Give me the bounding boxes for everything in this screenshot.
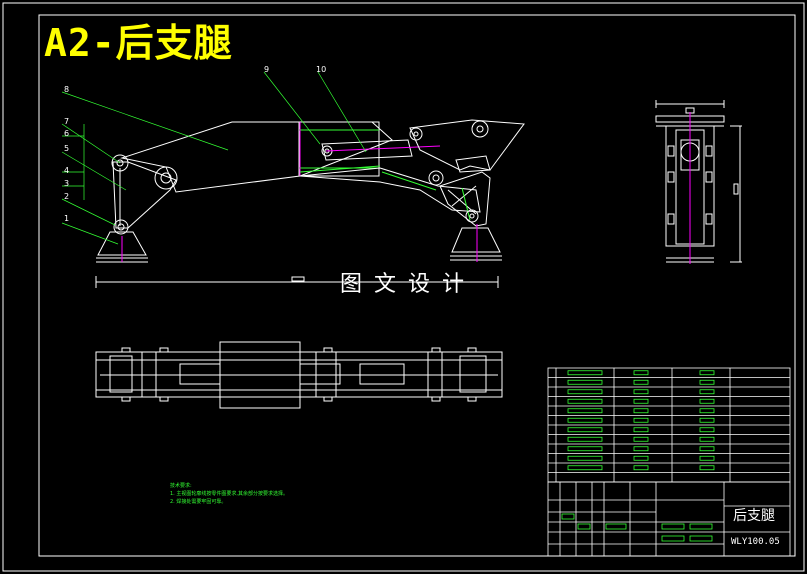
top-view — [95, 341, 503, 409]
parts-list-cell-mark — [633, 398, 649, 404]
title-block — [547, 481, 791, 557]
part-label-2: 2 — [64, 192, 69, 201]
part-label-6: 6 — [64, 129, 69, 138]
part-label-5: 5 — [64, 144, 69, 153]
parts-list-cell-mark — [633, 455, 649, 461]
parts-list-cell-mark — [633, 417, 649, 423]
head-bracket — [409, 119, 525, 171]
parts-list-cell-mark — [699, 455, 715, 461]
right-beam — [299, 167, 481, 213]
title-block-drawing-code: WLY100.05 — [731, 537, 780, 547]
parts-list-cell-mark — [567, 398, 603, 404]
part-label-9: 9 — [264, 65, 269, 74]
part-label-1: 1 — [64, 214, 69, 223]
parts-list-cell-mark — [633, 408, 649, 414]
parts-list-cell-mark — [567, 465, 603, 471]
drawing-title: A2-后支腿 — [44, 21, 233, 65]
parts-list — [547, 367, 791, 483]
parts-list-cell-mark — [633, 436, 649, 442]
tech-req-item-2: 2. 焊接处需要牢固可靠。 — [170, 499, 227, 505]
part-label-8: 8 — [64, 85, 69, 94]
parts-list-cell-mark — [699, 379, 715, 385]
part-label-10: 10 — [316, 65, 326, 74]
parts-list-cell-mark — [633, 446, 649, 452]
parts-list-cell-mark — [699, 408, 715, 414]
parts-list-cell-mark — [633, 389, 649, 395]
parts-list-cell-mark — [699, 465, 715, 471]
parts-list-cell-mark — [699, 446, 715, 452]
tech-req-heading: 技术要求: — [170, 483, 192, 489]
drawing-border — [38, 14, 796, 557]
parts-list-cell-mark — [567, 417, 603, 423]
main-arm — [120, 121, 393, 193]
technical-requirements: 技术要求: 1. 主视图轮廓线按零件图要求,其余部分按要求选择。 2. 焊接处需… — [170, 482, 288, 506]
parts-list-cell-mark — [699, 427, 715, 433]
right-foot-pad — [451, 227, 501, 253]
parts-list-cell-mark — [633, 379, 649, 385]
parts-list-cell-mark — [699, 398, 715, 404]
hydraulic-cylinder — [321, 139, 413, 161]
right-leg — [439, 171, 491, 227]
part-leaders — [61, 71, 367, 245]
parts-list-cell-mark — [633, 465, 649, 471]
title-block-part-name: 后支腿 — [733, 508, 775, 524]
parts-list-cell-mark — [699, 389, 715, 395]
left-leg — [112, 161, 177, 229]
parts-list-cell-mark — [633, 370, 649, 376]
part-number-labels: 1 2 3 4 5 6 7 8 9 10 — [64, 65, 326, 223]
parts-list-cell-mark — [567, 455, 603, 461]
parts-list-cell-mark — [567, 389, 603, 395]
parts-list-cell-mark — [567, 408, 603, 414]
tech-req-item-1: 1. 主视图轮廓线按零件图要求,其余部分按要求选择。 — [170, 491, 288, 497]
parts-list-cell-mark — [699, 417, 715, 423]
parts-list-cell-mark — [567, 379, 603, 385]
parts-list-cell-mark — [633, 427, 649, 433]
front-view — [95, 119, 525, 288]
parts-list-cell-mark — [567, 446, 603, 452]
watermark-text: 图文设计 — [340, 272, 477, 297]
parts-list-cell-mark — [567, 370, 603, 376]
side-view — [655, 100, 742, 264]
part-label-3: 3 — [64, 179, 69, 188]
parts-list-cell-mark — [699, 370, 715, 376]
part-label-4: 4 — [64, 166, 69, 175]
parts-list-cell-mark — [567, 427, 603, 433]
part-label-7: 7 — [64, 117, 69, 126]
parts-list-cell-mark — [567, 436, 603, 442]
parts-list-cell-mark — [699, 436, 715, 442]
